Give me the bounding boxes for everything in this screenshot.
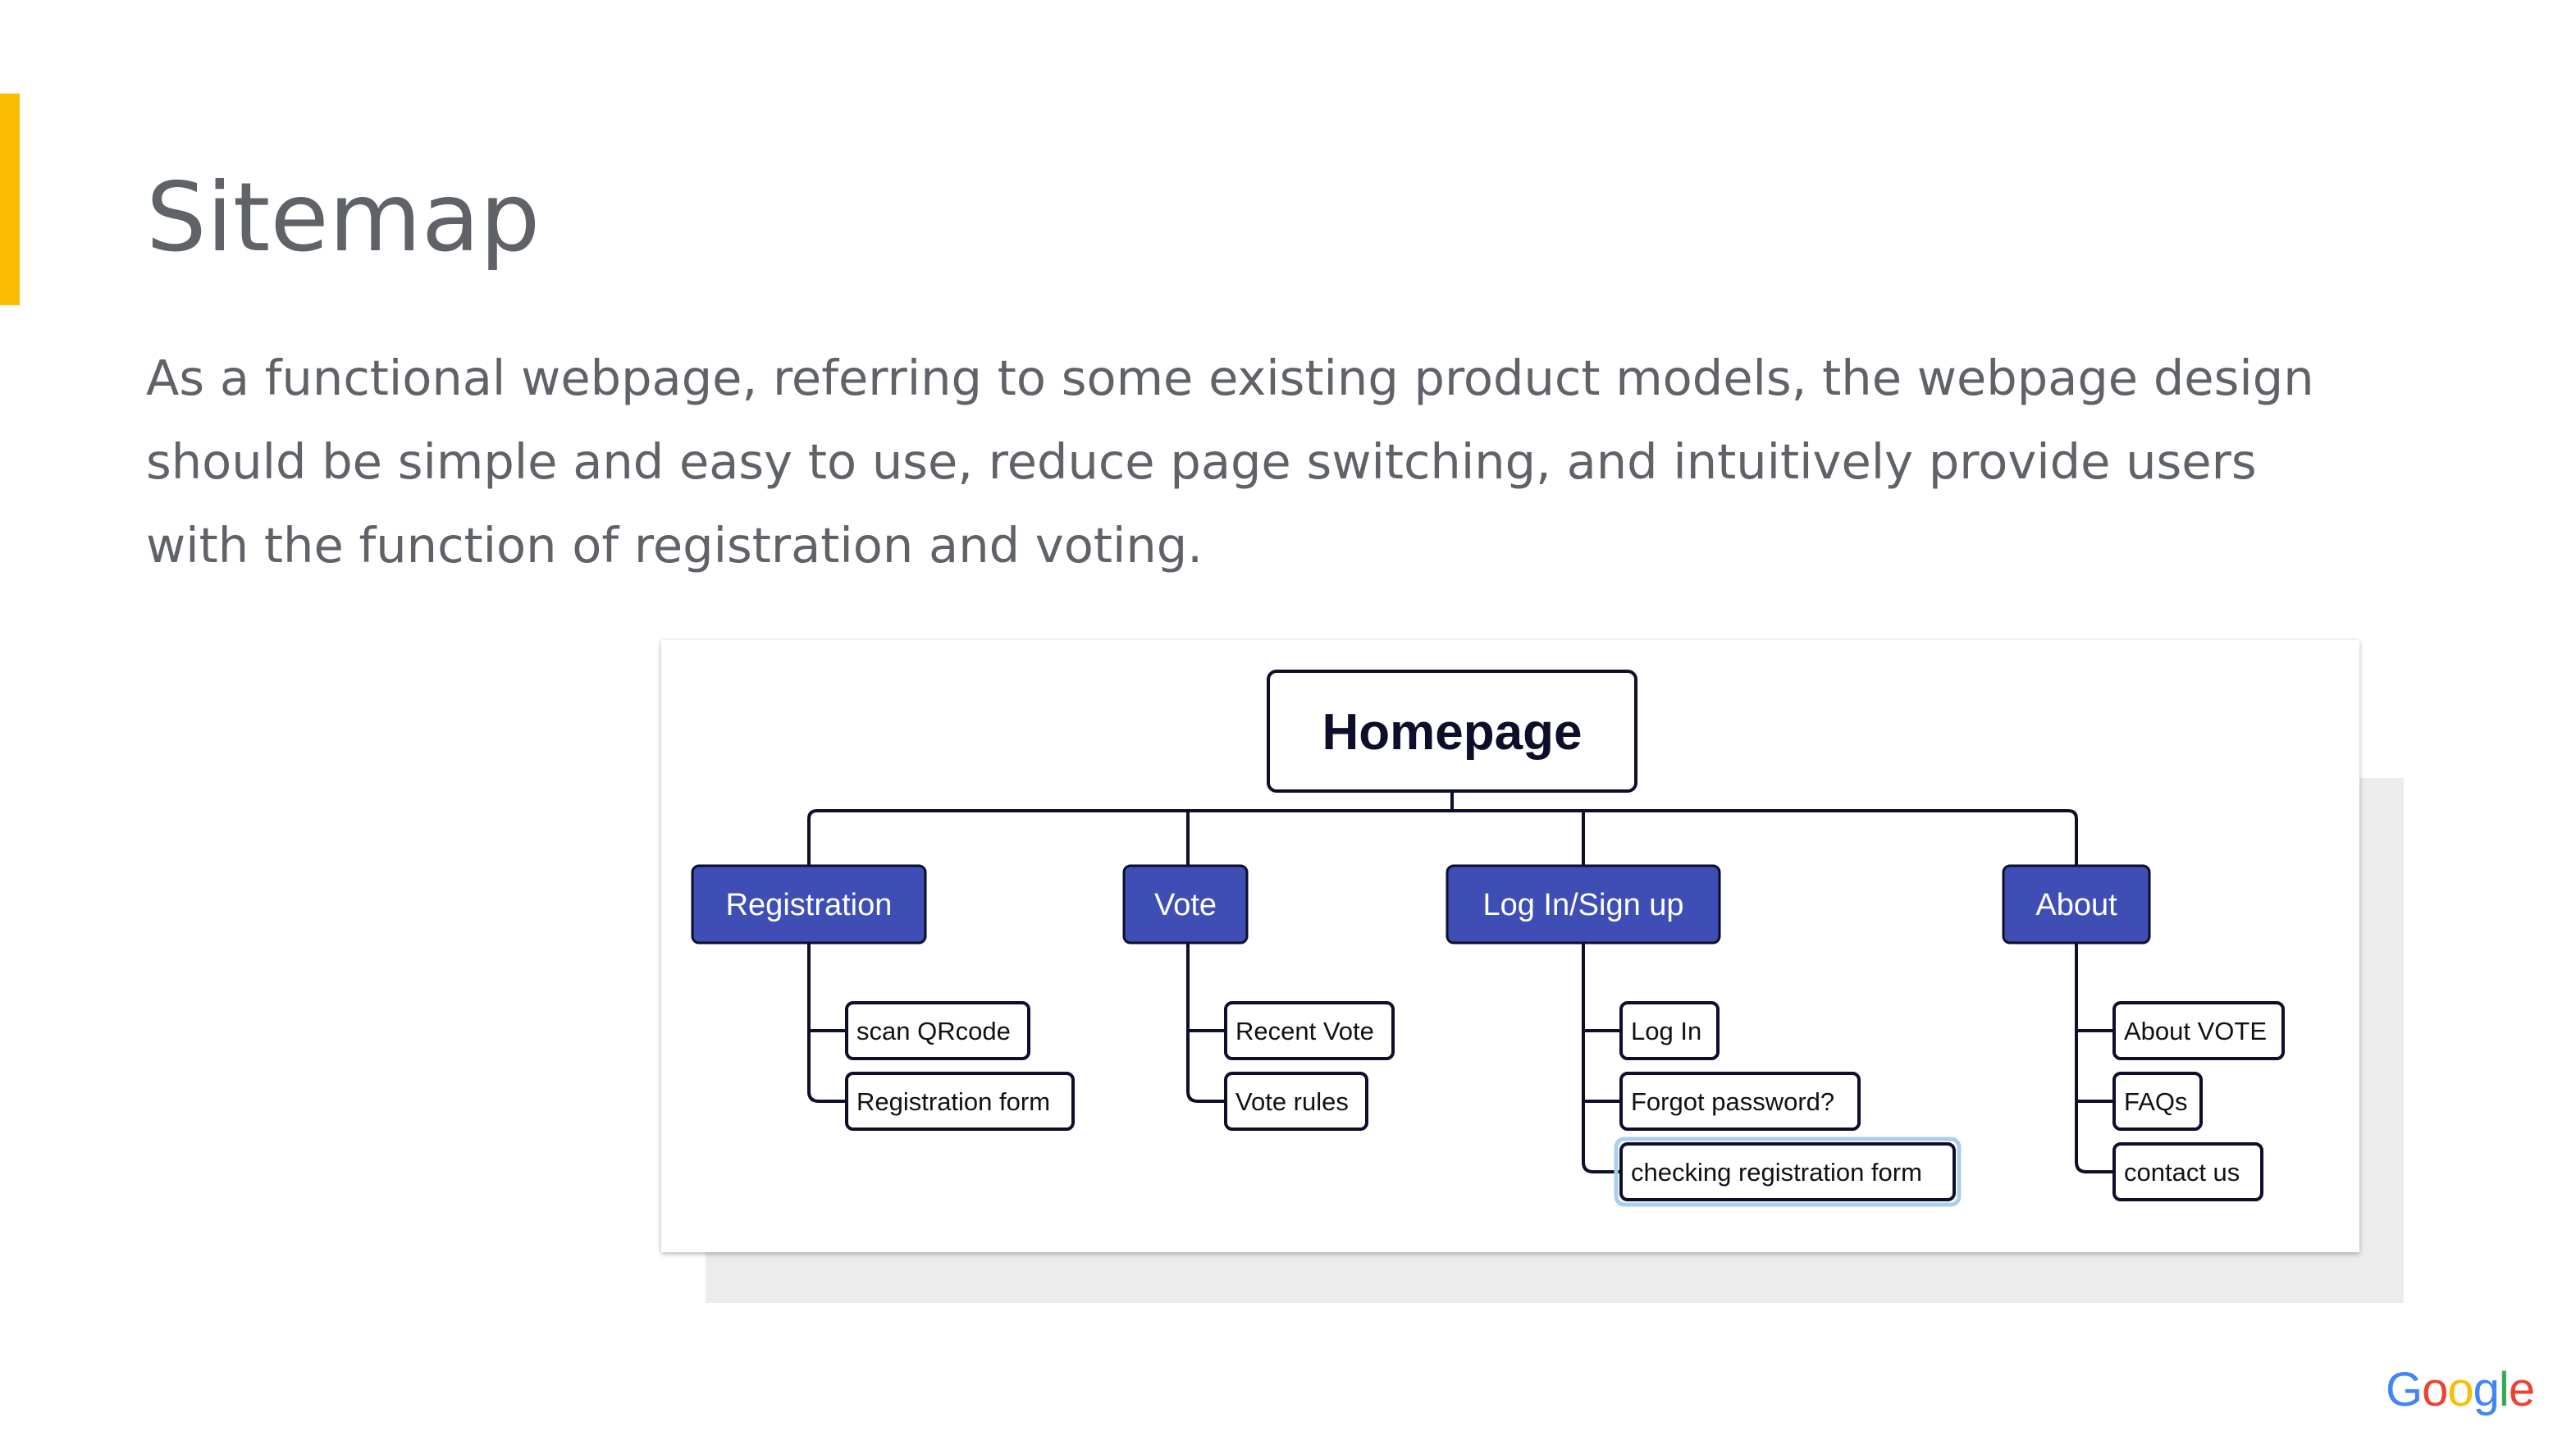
child-node-contact-us [2112, 1142, 2263, 1201]
child-label-registration-form: Registration form [856, 1087, 1050, 1116]
logo-letter: o [2447, 1363, 2473, 1416]
category-label-log-in-sign-up: Log In/Sign up [1482, 888, 1683, 922]
category-label-registration: Registration [726, 888, 893, 922]
root-node-label: Homepage [1322, 704, 1583, 761]
category-label-about: About [2035, 888, 2117, 922]
child-trunk-log-in-sign-up [1582, 943, 1621, 1173]
accent-bar [0, 94, 20, 305]
logo-letter: l [2498, 1363, 2510, 1416]
child-label-faqs: FAQs [2124, 1087, 2188, 1116]
child-trunk-about [2075, 943, 2114, 1173]
slide-title: Sitemap [146, 162, 541, 273]
category-label-vote: Vote [1154, 888, 1217, 922]
child-label-recent-vote: Recent Vote [1235, 1017, 1374, 1045]
child-label-log-in: Log In [1631, 1017, 1701, 1045]
child-node-scan-qrcode [845, 1001, 1030, 1060]
child-node-recent-vote [1224, 1001, 1395, 1060]
child-node-forgot-password [1619, 1072, 1861, 1131]
connector-about [2067, 809, 2078, 866]
child-node-log-in [1619, 1001, 1720, 1060]
child-label-contact-us: contact us [2124, 1158, 2240, 1187]
logo-letter: o [2422, 1363, 2448, 1416]
child-trunk-registration [807, 943, 847, 1103]
connector-registration [807, 809, 818, 866]
child-label-vote-rules: Vote rules [1235, 1087, 1349, 1116]
child-label-scan-qrcode: scan QRcode [856, 1017, 1011, 1045]
child-label-about-vote: About VOTE [2124, 1017, 2267, 1045]
highlight-outline-checking-registration-form [1614, 1137, 1962, 1207]
child-label-checking-registration-form: checking registration form [1631, 1158, 1922, 1187]
child-node-faqs [2112, 1072, 2203, 1131]
child-node-checking-registration-form [1619, 1142, 1956, 1201]
child-node-registration-form [845, 1072, 1075, 1131]
slide-body-text: As a functional webpage, referring to so… [146, 350, 2314, 574]
logo-letter: e [2508, 1363, 2535, 1416]
child-node-vote-rules [1224, 1072, 1368, 1131]
logo-letter: g [2473, 1363, 2500, 1416]
child-trunk-vote [1186, 943, 1226, 1103]
child-label-forgot-password: Forgot password? [1631, 1087, 1834, 1116]
child-node-about-vote [2112, 1001, 2285, 1060]
category-node-vote [1122, 864, 1249, 945]
google-logo: Google [2386, 1362, 2535, 1417]
logo-letter: G [2386, 1363, 2423, 1416]
